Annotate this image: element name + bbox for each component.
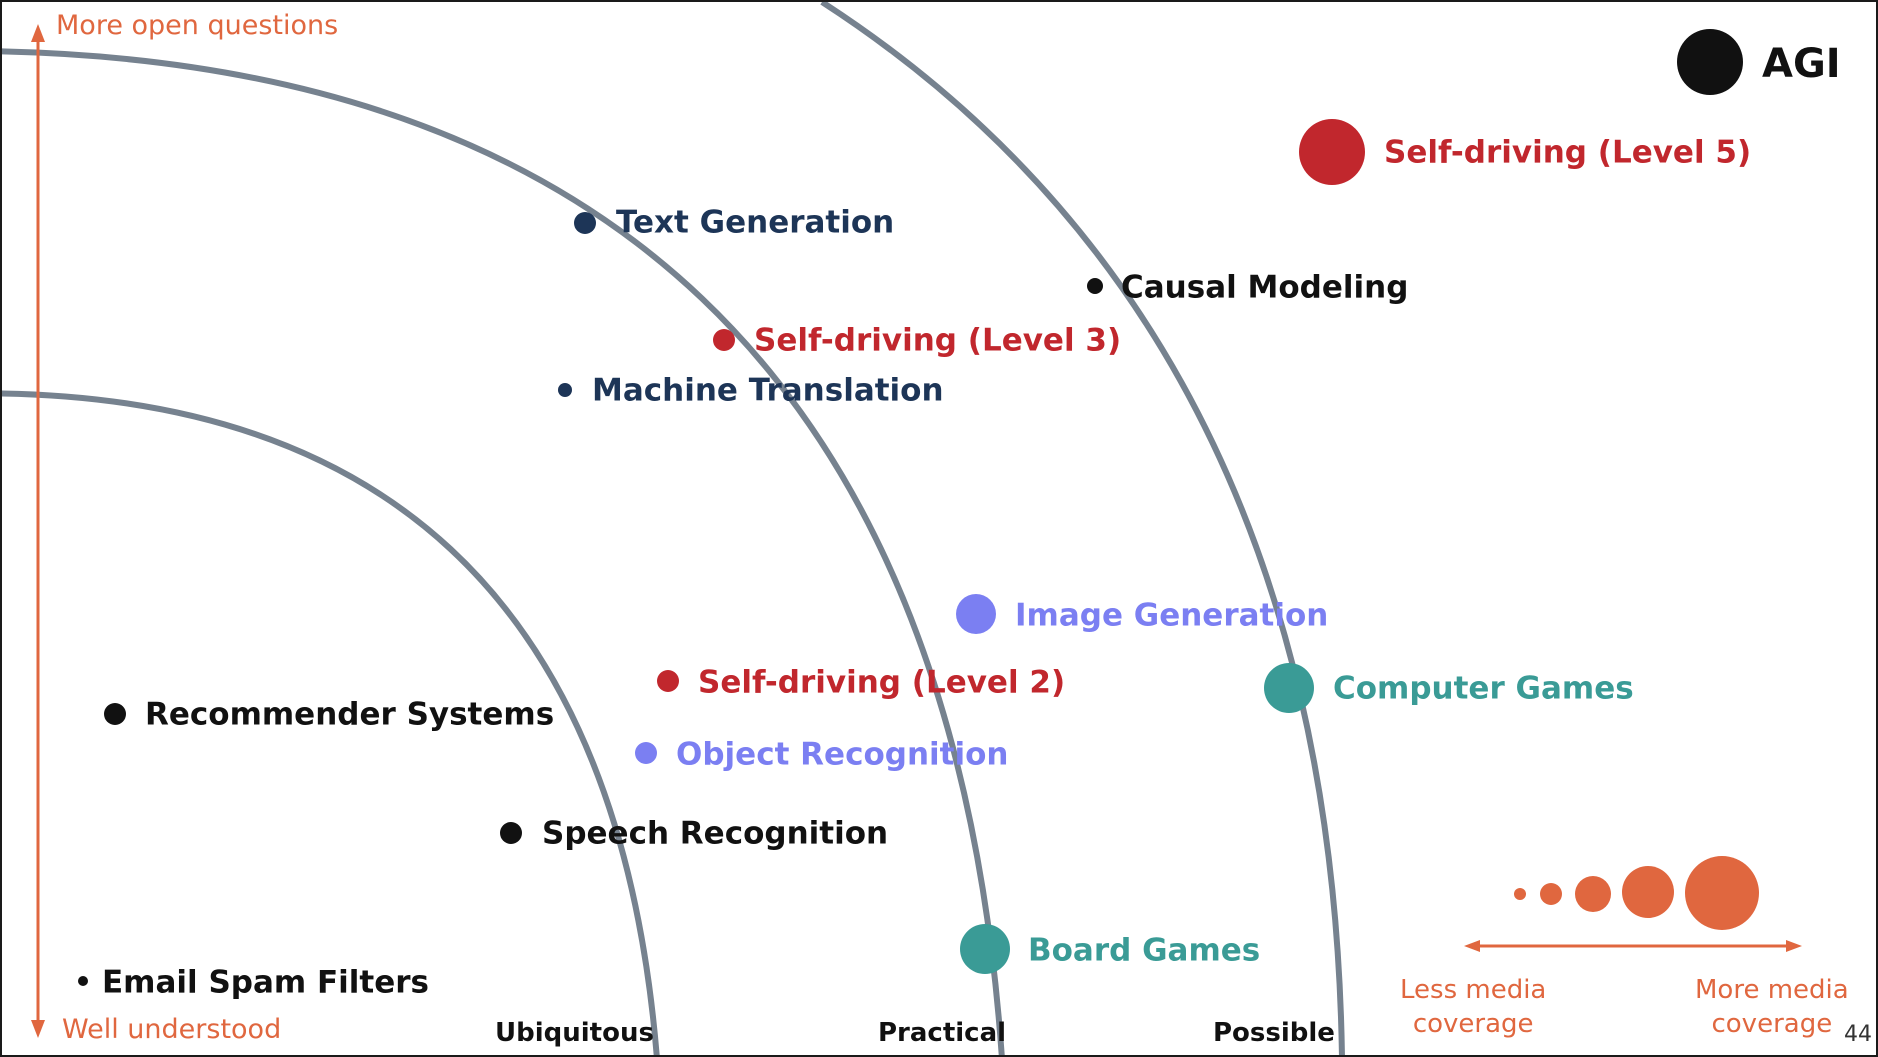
causal-modeling-label: Causal Modeling <box>1121 269 1409 306</box>
legend-more-coverage: More media coverage <box>1695 974 1849 1042</box>
legend-circle-s <box>1540 883 1562 905</box>
arc-possible <box>820 2 1345 1055</box>
machine-translation-label: Machine Translation <box>592 372 944 409</box>
agi-label: AGI <box>1762 41 1841 87</box>
legend-circle-l <box>1622 866 1674 918</box>
image-generation-dot <box>956 594 996 634</box>
machine-translation-dot <box>558 383 572 397</box>
speech-recognition-dot <box>500 822 522 844</box>
ring-label-ubiquitous: Ubiquitous <box>495 1018 654 1048</box>
legend-circle-xl <box>1685 856 1759 930</box>
legend-more-line2: coverage <box>1711 1008 1833 1039</box>
self-driving-l5-dot <box>1299 119 1365 185</box>
email-spam-filters-label: Email Spam Filters <box>102 964 429 1001</box>
axis-arrowhead-up <box>31 24 45 42</box>
self-driving-l2-label: Self-driving (Level 2) <box>698 664 1066 701</box>
self-driving-l3-label: Self-driving (Level 3) <box>754 322 1122 359</box>
object-recognition-dot <box>635 742 657 764</box>
recommender-systems-label: Recommender Systems <box>145 696 555 733</box>
legend-more-line1: More media <box>1695 975 1849 1005</box>
self-driving-l3-dot <box>713 329 735 351</box>
speech-recognition-label: Speech Recognition <box>542 815 889 852</box>
page-number: 44 <box>1844 1022 1872 1047</box>
legend-circle-m <box>1575 876 1611 912</box>
legend-circle-xs <box>1514 888 1526 900</box>
legend-arrowhead-right <box>1786 940 1802 952</box>
image-generation-label: Image Generation <box>1015 597 1329 634</box>
legend-less-coverage: Less media coverage <box>1400 974 1546 1042</box>
self-driving-l5-label: Self-driving (Level 5) <box>1384 134 1752 171</box>
axis-bottom-label: Well understood <box>62 1014 282 1045</box>
legend-arrowhead-left <box>1464 940 1480 952</box>
legend-less-line2: coverage <box>1412 1008 1534 1039</box>
axis-top-label: More open questions <box>56 10 339 41</box>
board-games-dot <box>960 924 1010 974</box>
ring-label-practical: Practical <box>878 1018 1007 1048</box>
computer-games-label: Computer Games <box>1333 670 1634 707</box>
agi-dot <box>1677 29 1743 95</box>
arc-practical <box>2 48 1005 1055</box>
board-games-label: Board Games <box>1028 932 1261 969</box>
text-generation-label: Text Generation <box>616 204 895 241</box>
self-driving-l2-dot <box>657 670 679 692</box>
email-spam-filters-dot <box>78 976 88 986</box>
text-generation-dot <box>574 212 596 234</box>
object-recognition-label: Object Recognition <box>676 736 1009 773</box>
legend-less-line1: Less media <box>1400 975 1547 1005</box>
computer-games-dot <box>1264 663 1314 713</box>
causal-modeling-dot <box>1087 278 1103 294</box>
arc-ubiquitous <box>2 390 660 1055</box>
recommender-systems-dot <box>104 703 126 725</box>
ring-label-possible: Possible <box>1213 1018 1335 1048</box>
axis-arrowhead-down <box>31 1020 45 1038</box>
